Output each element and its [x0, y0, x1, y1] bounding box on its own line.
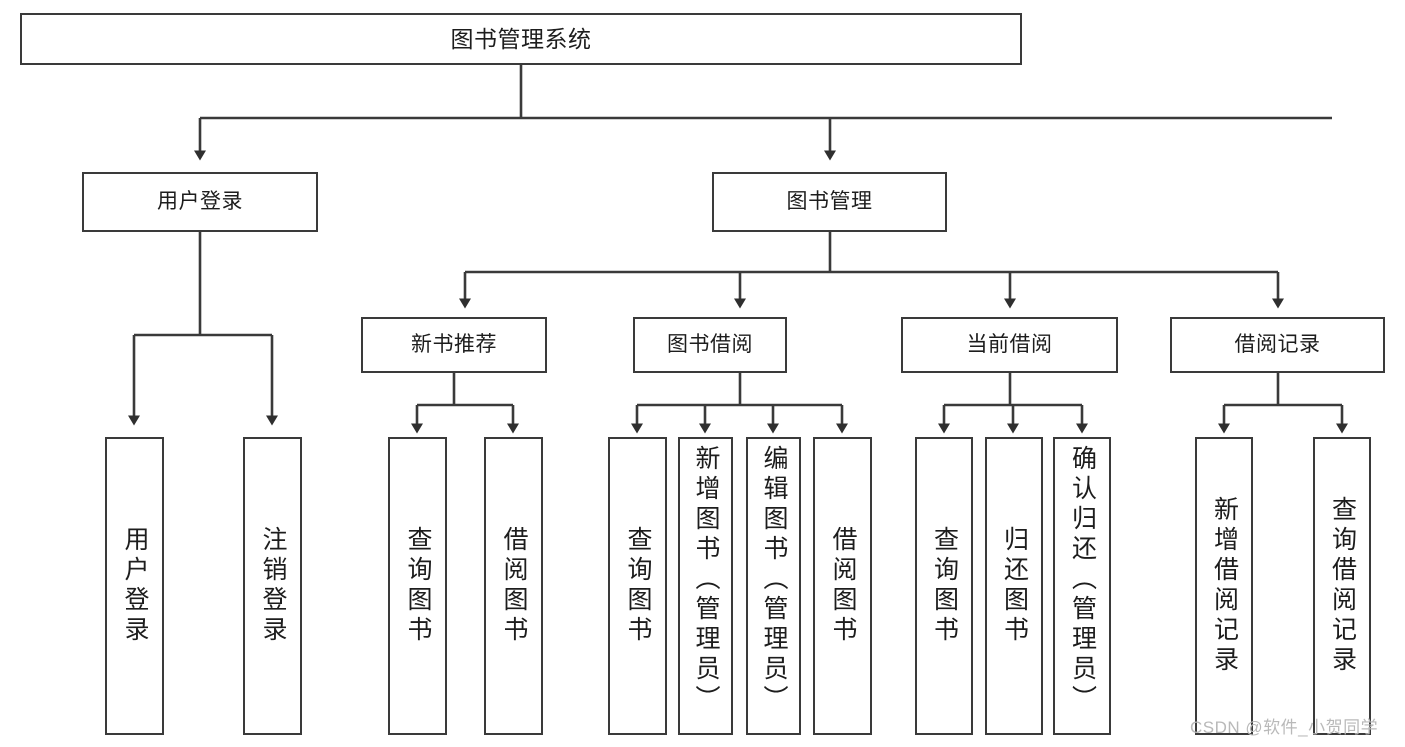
- node-label: 新书推荐: [411, 332, 497, 356]
- node-current-borrow[interactable]: 当前借阅: [901, 317, 1118, 373]
- leaf-current-borrow-confirm-return-admin[interactable]: 确认归还（管理员）: [1053, 437, 1111, 735]
- node-label: 图书借阅: [667, 332, 753, 356]
- node-label: 图书管理系统: [450, 25, 592, 52]
- leaf-new-book-borrow-book[interactable]: 借阅图书: [484, 437, 543, 735]
- node-book-borrow[interactable]: 图书借阅: [633, 317, 787, 373]
- node-user-login[interactable]: 用户登录: [82, 172, 318, 232]
- leaf-user-login-login[interactable]: 用户登录: [105, 437, 164, 735]
- watermark: CSDN @软件_小贺同学: [1190, 718, 1379, 737]
- leaf-current-borrow-query-book[interactable]: 查询图书: [915, 437, 973, 735]
- node-book-management[interactable]: 图书管理: [712, 172, 947, 232]
- leaf-borrow-record-query-record[interactable]: 查询借阅记录: [1313, 437, 1371, 735]
- node-label: 查询图书: [404, 526, 432, 646]
- node-label: 借阅记录: [1234, 332, 1321, 356]
- node-label: 查询图书: [624, 526, 652, 646]
- leaf-book-borrow-edit-book-admin[interactable]: 编辑图书（管理员）: [746, 437, 801, 735]
- node-label: 注销登录: [259, 526, 287, 646]
- node-label: 查询借阅记录: [1328, 496, 1357, 676]
- leaf-new-book-query-book[interactable]: 查询图书: [388, 437, 447, 735]
- node-label: 查询图书: [930, 526, 959, 646]
- node-label: 编辑图书（管理员）: [760, 445, 788, 715]
- node-label: 当前借阅: [966, 332, 1053, 356]
- leaf-current-borrow-return-book[interactable]: 归还图书: [985, 437, 1043, 735]
- leaf-book-borrow-add-book-admin[interactable]: 新增图书（管理员）: [678, 437, 733, 735]
- node-borrow-record[interactable]: 借阅记录: [1170, 317, 1385, 373]
- node-label: 用户登录: [121, 526, 149, 646]
- node-label: 图书管理: [786, 189, 873, 213]
- leaf-book-borrow-borrow-book[interactable]: 借阅图书: [813, 437, 872, 735]
- leaf-book-borrow-query-book[interactable]: 查询图书: [608, 437, 667, 735]
- node-label: 归还图书: [1000, 526, 1029, 646]
- node-label: 新增图书（管理员）: [692, 445, 720, 715]
- leaf-borrow-record-add-record[interactable]: 新增借阅记录: [1195, 437, 1253, 735]
- node-label: 用户登录: [157, 189, 243, 213]
- node-label: 借阅图书: [829, 526, 857, 646]
- node-label: 借阅图书: [500, 526, 528, 646]
- leaf-user-login-logout[interactable]: 注销登录: [243, 437, 302, 735]
- node-root-library-system[interactable]: 图书管理系统: [20, 13, 1022, 65]
- node-label: 新增借阅记录: [1210, 496, 1239, 676]
- node-label: 确认归还（管理员）: [1068, 445, 1097, 715]
- node-new-book-recommend[interactable]: 新书推荐: [361, 317, 547, 373]
